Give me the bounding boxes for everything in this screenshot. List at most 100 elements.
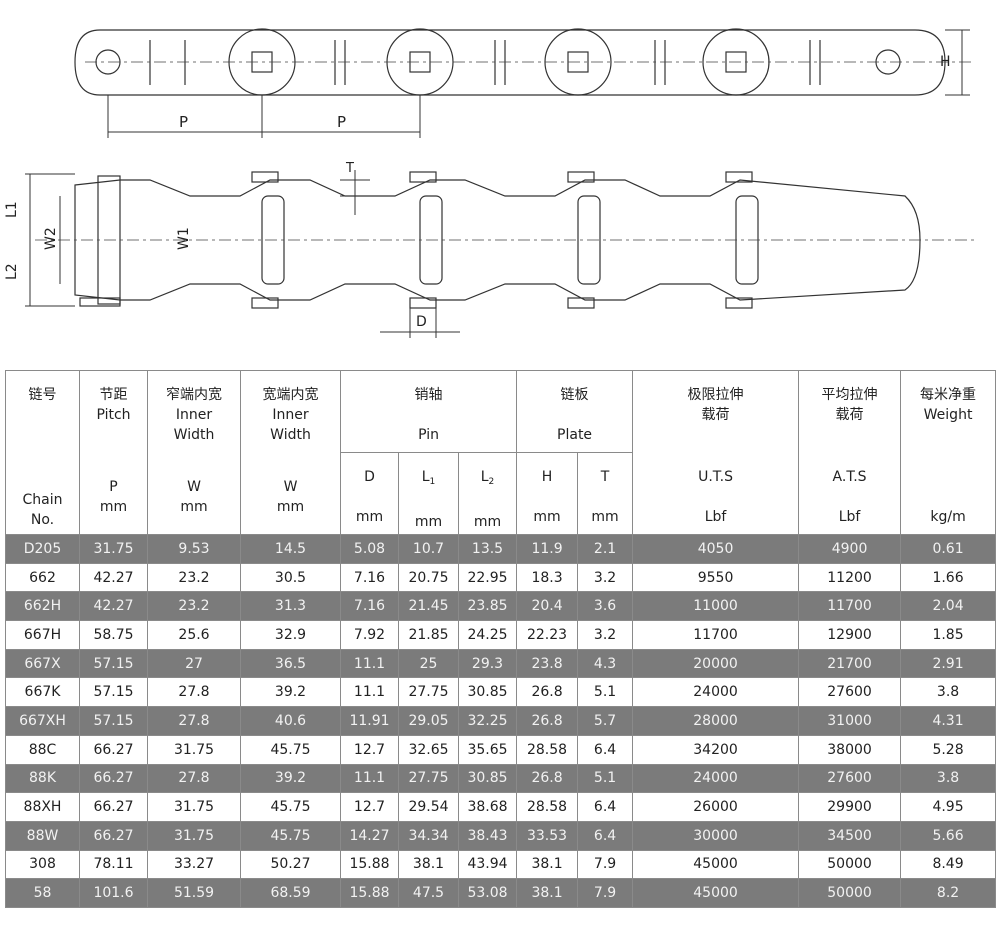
chain-no-cell: 667XH [5, 706, 80, 736]
table-cell: 25 [398, 648, 459, 679]
table-cell: 27.8 [147, 706, 241, 736]
table-cell: 7.9 [577, 849, 634, 880]
table-cell: 31.75 [147, 792, 241, 822]
table-cell: 13.5 [457, 534, 518, 564]
table-cell: 18.3 [516, 562, 579, 593]
table-cell: 22.23 [516, 620, 579, 650]
table-cell: 45.75 [240, 792, 341, 822]
table-cell: 66.27 [79, 734, 148, 765]
table-cell: 5.28 [900, 734, 997, 765]
table-cell: 14.27 [340, 820, 399, 851]
table-cell: 38.1 [516, 878, 579, 908]
header-weight: 每米净重 Weight kg/m [900, 370, 997, 535]
table-cell: 32.9 [240, 620, 341, 650]
table-cell: 21700 [798, 648, 902, 679]
table-cell: 26.8 [516, 706, 579, 736]
label-w2: W2 [43, 227, 59, 250]
table-cell: 29.3 [457, 648, 518, 679]
table-cell: 11.9 [516, 534, 579, 564]
label-d: D [416, 314, 427, 330]
table-cell: 66.27 [79, 820, 148, 851]
header-uts: 极限拉伸 载荷 U.T.S Lbf [632, 370, 800, 535]
table-cell: 5.1 [577, 763, 634, 794]
table-cell: 9.53 [147, 534, 241, 564]
spec-table: 链号 Chain No. 节距 Pitch P mm 窄端内宽 Inner Wi… [5, 370, 997, 908]
table-cell: 7.16 [340, 562, 399, 593]
table-cell: 4.3 [577, 648, 634, 679]
table-cell: 31.3 [240, 591, 341, 622]
table-cell: 1.66 [900, 562, 997, 593]
table-cell: 27 [147, 648, 241, 679]
table-cell: 45000 [632, 849, 800, 880]
table-cell: 30.5 [240, 562, 341, 593]
table-cell: 27.8 [147, 763, 241, 794]
table-cell: 30.85 [457, 677, 518, 708]
chain-no-cell: 88XH [5, 792, 80, 822]
side-view-outline [74, 29, 946, 96]
header-wide-width: 宽端内宽 Inner Width W mm [240, 370, 341, 535]
table-cell: 14.5 [240, 534, 341, 564]
table-cell: 27600 [798, 763, 902, 794]
table-cell: 26000 [632, 792, 800, 822]
table-cell: 51.59 [147, 878, 241, 908]
table-cell: 4.95 [900, 792, 997, 822]
table-cell: 20000 [632, 648, 800, 679]
table-cell: 24000 [632, 763, 800, 794]
table-cell: 3.8 [900, 677, 997, 708]
table-cell: 3.2 [577, 562, 634, 593]
table-cell: 1.85 [900, 620, 997, 650]
chain-no-cell: 667X [5, 648, 80, 679]
table-cell: 66.27 [79, 763, 148, 794]
table-cell: 68.59 [240, 878, 341, 908]
table-cell: 66.27 [79, 792, 148, 822]
table-cell: 29900 [798, 792, 902, 822]
table-cell: 38000 [798, 734, 902, 765]
label-t: T [345, 161, 354, 176]
table-cell: 31.75 [79, 534, 148, 564]
label-p-2: P [337, 113, 346, 131]
table-cell: 5.7 [577, 706, 634, 736]
label-l1: L1 [4, 201, 20, 218]
chain-no-cell: 662 [5, 562, 80, 593]
table-cell: 42.27 [79, 591, 148, 622]
table-cell: 6.4 [577, 792, 634, 822]
chain-no-cell: 88K [5, 763, 80, 794]
table-cell: 7.16 [340, 591, 399, 622]
table-cell: 39.2 [240, 763, 341, 794]
chain-no-cell: 667H [5, 620, 80, 650]
table-cell: 26.8 [516, 763, 579, 794]
table-cell: 38.1 [398, 849, 459, 880]
table-cell: 58.75 [79, 620, 148, 650]
table-cell: 30.85 [457, 763, 518, 794]
table-cell: 50000 [798, 849, 902, 880]
table-cell: 40.6 [240, 706, 341, 736]
table-cell: 31.75 [147, 734, 241, 765]
table-cell: 12.7 [340, 734, 399, 765]
table-cell: 3.6 [577, 591, 634, 622]
chain-drawing: H P P L1 L2 W2 W1 [4, 28, 975, 338]
table-cell: 43.94 [457, 849, 518, 880]
table-cell: 28.58 [516, 792, 579, 822]
table-cell: 10.7 [398, 534, 459, 564]
table-cell: 28000 [632, 706, 800, 736]
table-cell: 36.5 [240, 648, 341, 679]
header-pin-d: D mm [340, 452, 399, 535]
table-cell: 32.65 [398, 734, 459, 765]
header-plate: 链板 Plate [516, 370, 634, 453]
table-cell: 45000 [632, 878, 800, 908]
table-cell: 38.68 [457, 792, 518, 822]
table-cell: 11.1 [340, 648, 399, 679]
label-l2: L2 [4, 263, 20, 280]
table-cell: 53.08 [457, 878, 518, 908]
table-cell: 12900 [798, 620, 902, 650]
table-cell: 2.1 [577, 534, 634, 564]
table-cell: 33.27 [147, 849, 241, 880]
table-cell: 5.1 [577, 677, 634, 708]
